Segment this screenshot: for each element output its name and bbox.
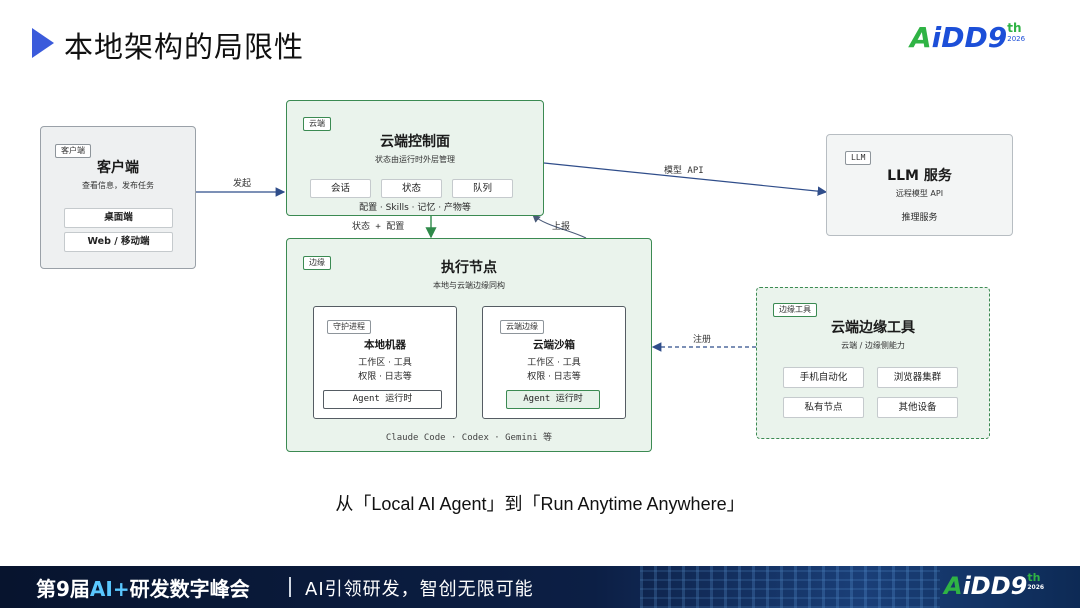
edge-item-private-node[interactable]: 私有节点 [783, 397, 864, 418]
logo-letters: iDD [932, 22, 988, 54]
control-footer: 配置 · Skills · 记忆 · 产物等 [287, 200, 543, 213]
local-machine-box: 守护进程 本地机器 工作区 · 工具 权限 · 日志等 Agent 运行时 [313, 306, 457, 419]
local-machine-line1: 工作区 · 工具 [314, 355, 456, 368]
footer-aidd-logo: A iDD 9 th 2026 [944, 572, 1044, 600]
footer-logo-mark: A [944, 572, 963, 600]
cloud-sandbox-box: 云端边缘 云端沙箱 工作区 · 工具 权限 · 日志等 Agent 运行时 [482, 306, 626, 419]
llm-body: 推理服务 [827, 210, 1012, 223]
slide-caption: 从「Local AI Agent」到「Run Anytime Anywhere」 [0, 490, 1080, 516]
control-pill-queue[interactable]: 队列 [452, 179, 513, 198]
local-machine-tag: 守护进程 [327, 320, 371, 334]
logo-mark: A [910, 22, 932, 54]
label-model-api: 模型 API [664, 163, 704, 176]
edge-tools-box: 边缘工具 云端边缘工具 云端 / 边缘侧能力 手机自动化 浏览器集群 私有节点 … [756, 287, 990, 439]
local-machine-line2: 权限 · 日志等 [314, 369, 456, 382]
llm-tag: LLM [845, 151, 871, 165]
label-report: 上报 [552, 219, 570, 232]
control-subtitle: 状态由运行时外层管理 [287, 154, 543, 165]
control-tag: 云端 [303, 117, 331, 131]
edge-tools-tag: 边缘工具 [773, 303, 817, 317]
llm-title: LLM 服务 [827, 165, 1012, 185]
llm-subtitle: 远程模型 API [827, 188, 1012, 199]
cloud-sandbox-line2: 权限 · 日志等 [483, 369, 625, 382]
exec-footer: Claude Code · Codex · Gemini 等 [287, 430, 651, 443]
control-pill-session[interactable]: 会话 [310, 179, 371, 198]
edge-item-other-devices[interactable]: 其他设备 [877, 397, 958, 418]
exec-title: 执行节点 [287, 257, 651, 277]
aidd-logo: A iDD 9 th 2026 [910, 22, 1025, 54]
footer-banner: 第9届AI+研发数字峰会 AI引领研发，智创无限可能 A iDD 9 th 20… [0, 566, 1080, 608]
footer-logo-nine: 9 [1011, 572, 1028, 600]
footer-decoration [640, 566, 940, 608]
local-machine-title: 本地机器 [314, 337, 456, 352]
cloud-agent-runtime[interactable]: Agent 运行时 [506, 390, 600, 409]
edge-tools-title: 云端边缘工具 [757, 317, 989, 337]
label-state-config: 状态 + 配置 [352, 219, 404, 232]
logo-th: th [1007, 22, 1025, 34]
footer-logo-th: th [1027, 572, 1044, 583]
footer-logo-letters: iDD [963, 572, 1011, 600]
client-box: 客户端 客户端 查看信息，发布任务 桌面端 Web / 移动端 [40, 126, 196, 269]
edge-tools-subtitle: 云端 / 边缘侧能力 [757, 340, 989, 351]
client-title: 客户端 [41, 157, 195, 177]
client-subtitle: 查看信息，发布任务 [41, 180, 195, 191]
control-title: 云端控制面 [287, 131, 543, 151]
label-dispatch: 发起 [233, 176, 251, 189]
llm-box: LLM LLM 服务 远程模型 API 推理服务 [826, 134, 1013, 236]
footer-logo-year: 2026 [1027, 585, 1044, 591]
client-item-desktop[interactable]: 桌面端 [64, 208, 173, 228]
local-agent-runtime[interactable]: Agent 运行时 [323, 390, 442, 409]
exec-node-box: 边缘 执行节点 本地与云端边缘同构 守护进程 本地机器 工作区 · 工具 权限 … [286, 238, 652, 452]
footer-conference-name: 第9届AI+研发数字峰会 [36, 573, 250, 602]
edge-item-browser-cluster[interactable]: 浏览器集群 [877, 367, 958, 388]
cloud-sandbox-line1: 工作区 · 工具 [483, 355, 625, 368]
title-arrow-icon [32, 28, 54, 58]
control-plane-box: 云端 云端控制面 状态由运行时外层管理 会话 状态 队列 配置 · Skills… [286, 100, 544, 216]
cloud-sandbox-tag: 云端边缘 [500, 320, 544, 334]
footer-slogan: AI引领研发，智创无限可能 [305, 575, 534, 601]
logo-year: 2026 [1007, 36, 1025, 43]
control-pill-state[interactable]: 状态 [381, 179, 442, 198]
logo-nine: 9 [988, 22, 1007, 54]
client-item-web-mobile[interactable]: Web / 移动端 [64, 232, 173, 252]
footer-conf-highlight: AI+ [90, 577, 130, 601]
page-title: 本地架构的局限性 [64, 24, 304, 66]
footer-logo-suffix: th 2026 [1027, 572, 1044, 591]
logo-suffix: th 2026 [1007, 22, 1025, 43]
client-tag: 客户端 [55, 144, 91, 158]
footer-conf-suffix: 研发数字峰会 [130, 577, 250, 601]
edge-item-phone-automation[interactable]: 手机自动化 [783, 367, 864, 388]
footer-separator [289, 577, 291, 597]
exec-subtitle: 本地与云端边缘同构 [287, 280, 651, 291]
footer-conf-prefix: 第9届 [36, 577, 90, 601]
cloud-sandbox-title: 云端沙箱 [483, 337, 625, 352]
label-register: 注册 [693, 332, 711, 345]
